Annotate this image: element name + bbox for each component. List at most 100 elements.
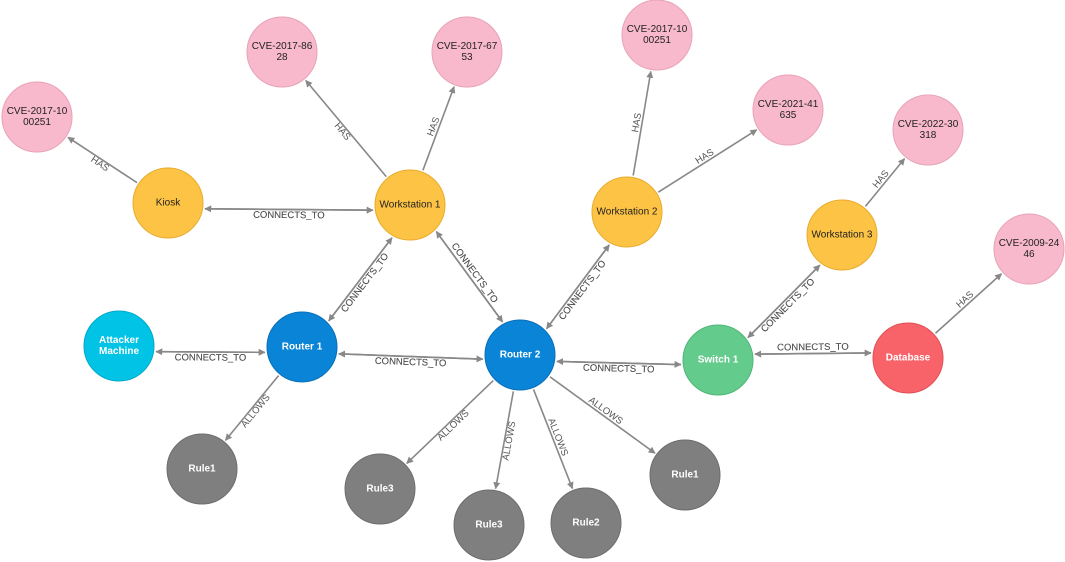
edge-ws2-to-cve_w2a: HAS <box>630 70 654 176</box>
edge-line <box>657 129 758 193</box>
edge-line <box>406 380 494 464</box>
edge-label: ALLOWS <box>500 420 518 461</box>
edge-label: CONNECTS_TO <box>449 241 500 305</box>
node-label: Database <box>886 353 931 364</box>
node-sw1[interactable]: Switch 1 <box>682 324 754 396</box>
node-ws1[interactable]: Workstation 1 <box>374 169 446 241</box>
edge-label: HAS <box>694 147 716 167</box>
node-label: 53 <box>461 52 473 63</box>
attacker-node-circle[interactable] <box>83 310 155 382</box>
workstation-node-circle[interactable] <box>591 176 663 248</box>
workstation-node-circle[interactable] <box>132 167 204 239</box>
rule-node-circle[interactable] <box>344 453 416 525</box>
database-node-circle[interactable] <box>872 322 944 394</box>
workstation-node-circle[interactable] <box>806 199 878 271</box>
edge-label: CONNECTS_TO <box>583 363 655 376</box>
edge-label: ALLOWS <box>586 395 625 427</box>
edge-line <box>532 389 574 490</box>
node-label: CVE-2017-67 <box>437 41 498 52</box>
node-db[interactable]: Database <box>872 322 944 394</box>
node-label: Switch 1 <box>698 355 739 366</box>
node-label: Rule3 <box>366 484 394 495</box>
node-label: CVE-2021-41 <box>758 99 819 110</box>
edge-label: CONNECTS_TO <box>583 363 655 376</box>
edge-line <box>632 70 654 176</box>
edge-line <box>204 206 374 214</box>
cve-node-circle[interactable] <box>246 16 318 88</box>
node-label: 46 <box>1023 249 1035 260</box>
node-r2[interactable]: Router 2 <box>484 319 556 391</box>
node-label: Kiosk <box>156 198 181 209</box>
edge-r2-to-rule2: ALLOWS <box>532 389 574 490</box>
edge-label: CONNECTS_TO <box>253 210 325 222</box>
node-label: Attacker <box>99 335 139 346</box>
rule-node-circle[interactable] <box>166 433 238 505</box>
edge-label: CONNECTS_TO <box>777 342 849 354</box>
cve-node-circle[interactable] <box>993 213 1065 285</box>
node-rule1_r2[interactable]: Rule1 <box>649 439 721 511</box>
workstation-node-circle[interactable] <box>374 169 446 241</box>
node-label: 28 <box>276 52 288 63</box>
node-label: 00251 <box>643 35 671 46</box>
edge-ws2-to-cve_w2b: HAS <box>657 129 758 193</box>
router-node-circle[interactable] <box>266 311 338 383</box>
edge-sw1-to-db: CONNECTS_TO <box>754 342 872 357</box>
edge-line <box>754 349 872 357</box>
edge-line <box>328 237 393 322</box>
node-label: Workstation 2 <box>597 207 658 218</box>
edge-label: ALLOWS <box>435 408 471 443</box>
cve-node-circle[interactable] <box>431 16 503 88</box>
edge-line <box>747 264 821 339</box>
edge-sw1-to-ws3: CONNECTS_TO <box>747 264 821 339</box>
edge-line <box>545 244 610 330</box>
edge-line <box>435 231 504 323</box>
cve-node-circle[interactable] <box>621 0 693 71</box>
edge-line <box>549 376 656 454</box>
edge-label: CONNECTS_TO <box>175 352 247 363</box>
edge-label: CONNECTS_TO <box>375 356 447 370</box>
node-label: Rule3 <box>475 520 503 531</box>
rule-node-circle[interactable] <box>550 487 622 559</box>
node-label: Rule1 <box>188 464 216 475</box>
edge-label: CONNECTS_TO <box>557 258 609 322</box>
edge-line <box>864 158 906 207</box>
node-rule3_a[interactable]: Rule3 <box>344 453 416 525</box>
node-rule3_b[interactable]: Rule3 <box>453 489 525 561</box>
node-label: Workstation 1 <box>380 200 441 211</box>
node-label: CVE-2017-10 <box>7 106 68 117</box>
rule-node-circle[interactable] <box>453 489 525 561</box>
node-r1[interactable]: Router 1 <box>266 311 338 383</box>
edge-attacker-to-r1: CONNECTS_TO <box>155 348 266 364</box>
node-label: CVE-2017-10 <box>627 24 688 35</box>
node-label: Rule1 <box>671 470 699 481</box>
node-rule2[interactable]: Rule2 <box>550 487 622 559</box>
node-ws2[interactable]: Workstation 2 <box>591 176 663 248</box>
cve-node-circle[interactable] <box>892 94 964 166</box>
edge-line <box>224 375 280 441</box>
cve-node-circle[interactable] <box>752 74 824 146</box>
node-label: Rule2 <box>572 518 600 529</box>
node-label: 00251 <box>23 117 51 128</box>
router-node-circle[interactable] <box>484 319 556 391</box>
edge-label: CONNECTS_TO <box>175 352 247 363</box>
node-ws3[interactable]: Workstation 3 <box>806 199 878 271</box>
edge-label: CONNECTS_TO <box>375 356 447 370</box>
edge-kiosk-to-cve_k: HAS <box>67 136 138 184</box>
edge-line <box>556 360 682 368</box>
node-rule1_r1[interactable]: Rule1 <box>166 433 238 505</box>
rule-node-circle[interactable] <box>649 439 721 511</box>
node-kiosk[interactable]: Kiosk <box>132 167 204 239</box>
switch-node-circle[interactable] <box>682 324 754 396</box>
cve-node-circle[interactable] <box>1 81 73 153</box>
